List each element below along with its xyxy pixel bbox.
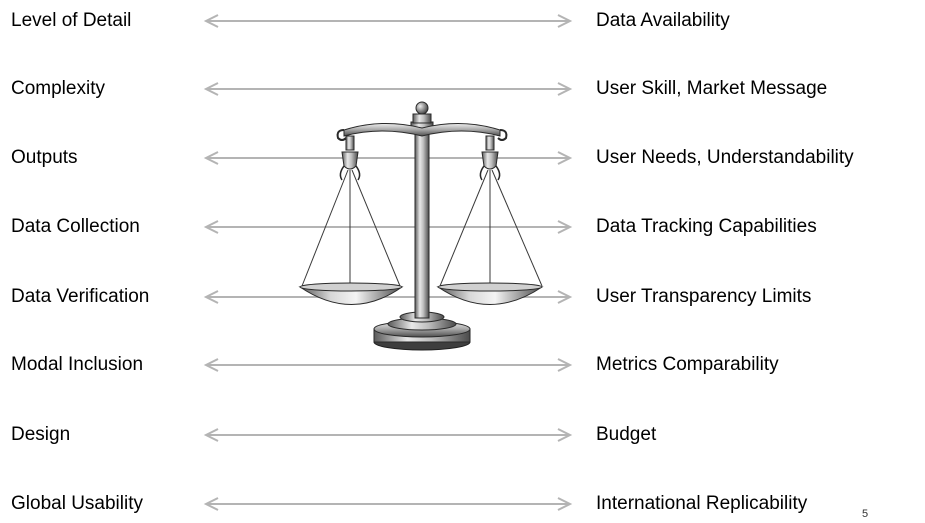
- double-arrow-icon: [203, 220, 573, 234]
- double-arrow-icon: [203, 82, 573, 96]
- tradeoff-row: Outputs User Needs, Understandability: [0, 143, 925, 173]
- left-factor-label: Modal Inclusion: [11, 354, 144, 375]
- tradeoff-row: Data Collection Data Tracking Capabiliti…: [0, 212, 925, 242]
- right-factor-label: International Replicability: [596, 493, 808, 514]
- right-factor-label: Data Availability: [596, 10, 730, 31]
- right-factor-label: User Skill, Market Message: [596, 78, 828, 99]
- double-arrow-icon: [203, 428, 573, 442]
- left-factor-label: Data Collection: [11, 216, 140, 237]
- right-factor-label: Metrics Comparability: [596, 354, 779, 375]
- tradeoff-row: Design Budget: [0, 420, 925, 450]
- tradeoff-row: Data Verification User Transparency Limi…: [0, 282, 925, 312]
- double-arrow-icon: [203, 497, 573, 511]
- left-factor-label: Data Verification: [11, 286, 150, 307]
- left-factor-label: Outputs: [11, 147, 78, 168]
- double-arrow-icon: [203, 14, 573, 28]
- right-factor-label: User Transparency Limits: [596, 286, 812, 307]
- tradeoff-row: Modal Inclusion Metrics Comparability: [0, 350, 925, 380]
- left-factor-label: Complexity: [11, 78, 105, 99]
- tradeoff-row: Level of Detail Data Availability: [0, 6, 925, 36]
- tradeoff-row: Complexity User Skill, Market Message: [0, 74, 925, 104]
- left-factor-label: Global Usability: [11, 493, 143, 514]
- right-factor-label: Data Tracking Capabilities: [596, 216, 817, 237]
- tradeoff-row: Global Usability International Replicabi…: [0, 489, 925, 519]
- left-factor-label: Level of Detail: [11, 10, 132, 31]
- right-factor-label: User Needs, Understandability: [596, 147, 854, 168]
- right-factor-label: Budget: [596, 424, 657, 445]
- page-number: 5: [862, 508, 869, 520]
- left-factor-label: Design: [11, 424, 71, 445]
- double-arrow-icon: [203, 358, 573, 372]
- balance-scale-icon: [298, 101, 544, 351]
- double-arrow-icon: [203, 151, 573, 165]
